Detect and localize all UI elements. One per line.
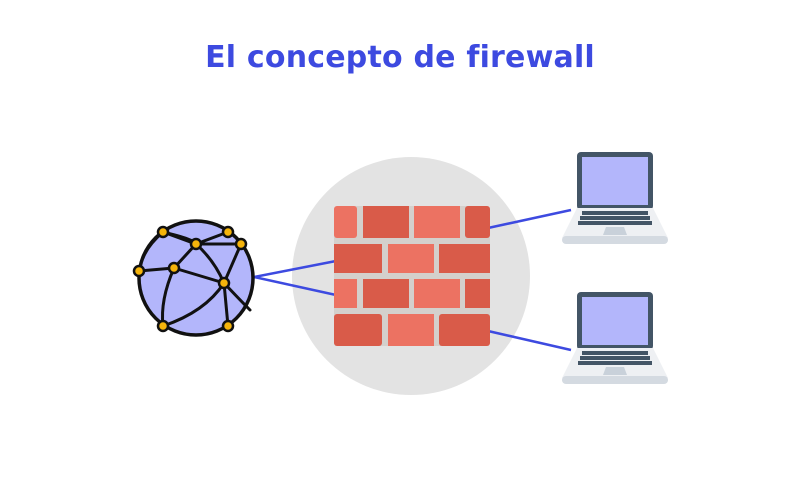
globe-node	[156, 319, 170, 333]
connection-line-firewall-laptop-1	[487, 208, 572, 230]
globe-node	[167, 261, 181, 275]
globe-node	[156, 225, 170, 239]
globe-node	[221, 319, 235, 333]
internet-globe-icon	[132, 219, 255, 337]
laptop-icon	[562, 152, 668, 244]
globe-node	[217, 276, 231, 290]
firewall-brick-wall-icon	[334, 206, 490, 346]
connections	[253, 208, 572, 352]
globe-node	[189, 237, 203, 251]
connection-line-internet-firewall-top	[253, 259, 337, 279]
globe-node	[132, 264, 146, 278]
page-title: El concepto de firewall	[205, 40, 595, 75]
connection-line-internet-firewall-bottom	[253, 275, 337, 297]
globe-node	[221, 225, 235, 239]
globe-node	[234, 237, 248, 251]
laptop-icon	[562, 292, 668, 384]
connection-line-firewall-laptop-2	[487, 329, 572, 352]
